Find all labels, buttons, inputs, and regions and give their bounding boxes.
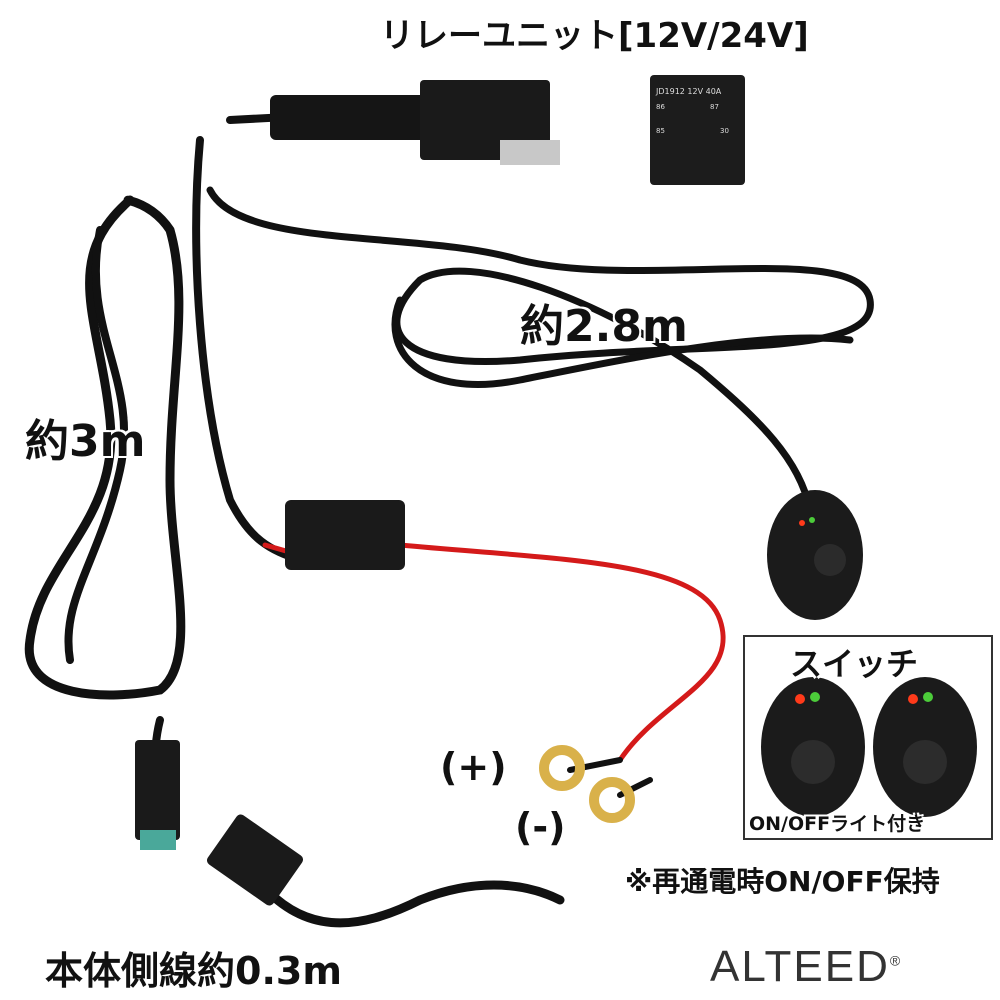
minus-label: (-) bbox=[515, 805, 566, 849]
note-label: ※再通電時ON/OFF保持 bbox=[625, 865, 940, 898]
terminal-minus bbox=[589, 777, 635, 823]
brand-logo: ALTEED® bbox=[710, 942, 902, 992]
fuse-holder bbox=[285, 500, 405, 570]
relay-unit: JD1912 12V 40A 86 87 85 30 bbox=[650, 75, 745, 185]
length-switch-label: 約2.8m bbox=[520, 301, 688, 352]
brand-mark: ® bbox=[889, 952, 903, 969]
relay-title: リレーユニット[12V/24V] bbox=[380, 16, 809, 56]
connector-female bbox=[135, 740, 180, 840]
pin-label: 87 bbox=[710, 103, 719, 111]
switch-caption: ON/OFFライト付き bbox=[749, 813, 926, 835]
plus-label: (+) bbox=[440, 745, 507, 789]
pin-label: 86 bbox=[656, 103, 665, 111]
pin-label: 85 bbox=[656, 127, 665, 135]
relay-holder bbox=[270, 95, 430, 140]
brand-name: ALTEED bbox=[710, 942, 890, 991]
pin-label: 30 bbox=[720, 127, 729, 135]
length-main-label: 約3m bbox=[25, 416, 146, 467]
switch-inset: スイッチ ON/OFFライト付き bbox=[743, 635, 993, 840]
switch-title: スイッチ bbox=[790, 645, 919, 683]
terminal-plus bbox=[539, 745, 585, 791]
main-cable-coil bbox=[24, 195, 186, 700]
body-side-label: 本体側線約0.3m bbox=[45, 949, 342, 993]
connector-male bbox=[206, 814, 304, 906]
relay-text: JD1912 12V 40A bbox=[656, 87, 722, 96]
